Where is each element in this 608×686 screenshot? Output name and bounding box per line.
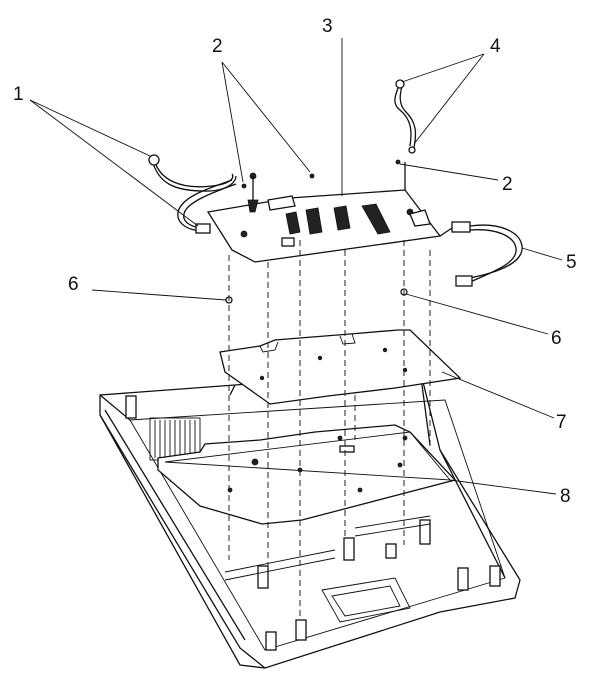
base-housing xyxy=(99,369,521,669)
vent-slots xyxy=(149,417,201,461)
callout-1: 1 xyxy=(13,84,24,105)
leader-lines xyxy=(29,38,563,495)
part-4-wire-harness xyxy=(394,79,417,154)
assembly-lines xyxy=(228,240,431,620)
callout-2-right: 2 xyxy=(502,174,513,195)
callout-7: 7 xyxy=(556,412,567,433)
part-1-wire-harness xyxy=(148,154,237,234)
callout-6-right: 6 xyxy=(551,328,562,349)
callout-4: 4 xyxy=(490,36,501,57)
callout-6-left: 6 xyxy=(68,274,79,295)
part-8-lower-plate xyxy=(157,424,457,525)
callout-2-top: 2 xyxy=(212,36,223,57)
callout-3: 3 xyxy=(322,16,333,37)
callout-5: 5 xyxy=(566,252,577,273)
callout-8: 8 xyxy=(560,486,571,507)
callout-labels: 1 2 2 3 4 5 6 6 7 8 xyxy=(13,16,577,507)
part-7-insulator-plate xyxy=(219,329,462,405)
part-5-wire-harness xyxy=(439,221,523,287)
part-3-circuit-board xyxy=(206,162,442,263)
